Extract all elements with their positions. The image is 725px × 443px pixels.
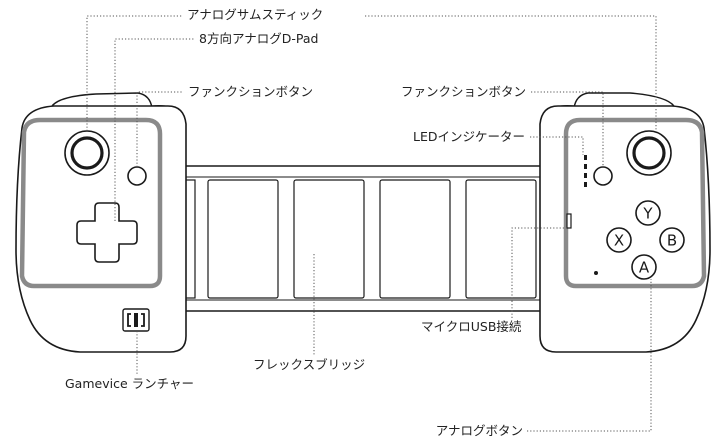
label-flex-bridge: フレックスブリッジ bbox=[253, 357, 366, 372]
svg-text:Y: Y bbox=[642, 205, 653, 223]
right-grip-band bbox=[563, 117, 707, 289]
label-led-indicator: LEDインジケーター bbox=[413, 129, 525, 144]
svg-text:B: B bbox=[667, 232, 677, 250]
micro-usb-port bbox=[566, 213, 572, 229]
label-function-button-right: ファンクションボタン bbox=[400, 84, 526, 99]
face-button-a: A bbox=[631, 254, 657, 280]
svg-text:A: A bbox=[639, 259, 650, 277]
label-function-button-left: ファンクションボタン bbox=[188, 84, 314, 99]
small-dot bbox=[594, 271, 598, 275]
left-thumbstick bbox=[64, 130, 110, 176]
leader-lines bbox=[86, 15, 657, 432]
left-function-button bbox=[127, 166, 147, 186]
label-analog-buttons: アナログボタン bbox=[435, 423, 523, 438]
svg-text:X: X bbox=[614, 232, 624, 250]
label-analog-thumbstick: アナログサムスティック bbox=[187, 7, 324, 22]
right-thumbstick bbox=[626, 130, 672, 176]
right-function-button bbox=[593, 166, 613, 186]
gamevice-launcher-button bbox=[122, 308, 150, 332]
leader-thumbstick-right bbox=[365, 15, 657, 131]
right-grip bbox=[539, 92, 711, 353]
dpad bbox=[76, 202, 138, 263]
label-micro-usb: マイクロUSB接続 bbox=[421, 319, 522, 334]
label-gamevice-launcher: Gamevice ランチャー bbox=[65, 376, 194, 391]
face-button-y: Y bbox=[635, 200, 661, 226]
left-grip-band bbox=[19, 117, 163, 289]
face-button-b: B bbox=[659, 227, 685, 253]
flex-bridge bbox=[171, 165, 575, 312]
led-indicator bbox=[584, 155, 587, 187]
label-dpad: 8方向アナログD-Pad bbox=[199, 31, 319, 46]
face-button-x: X bbox=[606, 227, 632, 253]
